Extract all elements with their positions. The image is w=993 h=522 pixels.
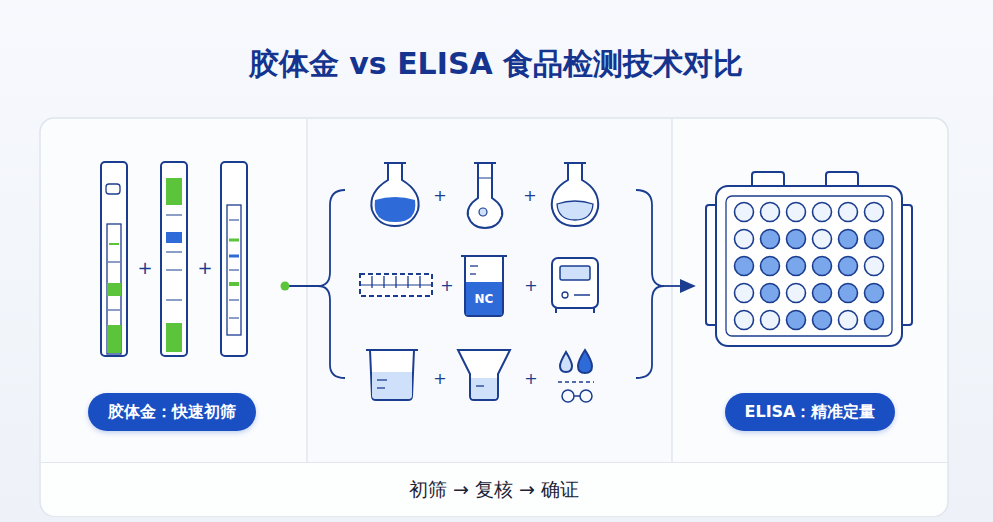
well	[865, 284, 884, 303]
plus-sign: +	[137, 257, 152, 278]
plus-sign: +	[433, 369, 446, 388]
elisa-plate	[706, 172, 912, 346]
well	[787, 284, 806, 303]
well	[839, 230, 858, 249]
test-strips	[101, 162, 247, 356]
plus-sign: +	[524, 369, 537, 388]
well	[761, 203, 780, 222]
well	[735, 311, 754, 330]
well	[787, 203, 806, 222]
method-pill: 胶体金：快速初筛	[88, 393, 256, 431]
middle-panel	[307, 119, 672, 462]
well	[787, 257, 806, 276]
well	[761, 284, 780, 303]
well	[735, 284, 754, 303]
pill-label: 胶体金：快速初筛	[108, 402, 236, 423]
well	[813, 230, 832, 249]
well	[865, 230, 884, 249]
plus-sign: +	[523, 186, 536, 205]
card	[40, 118, 948, 516]
lab-flasks	[371, 163, 598, 228]
well	[865, 257, 884, 276]
plus-sign: +	[197, 257, 212, 278]
well	[839, 203, 858, 222]
well	[735, 257, 754, 276]
plus-sign: +	[433, 186, 446, 205]
beaker-label: NC	[475, 292, 494, 306]
well	[735, 230, 754, 249]
divider	[306, 119, 308, 462]
plus-sign: +	[440, 276, 453, 295]
start-dot	[281, 282, 290, 291]
well	[839, 284, 858, 303]
well	[839, 311, 858, 330]
well	[813, 311, 832, 330]
method-pill: ELISA：精准定量	[725, 393, 896, 431]
well	[761, 311, 780, 330]
divider	[671, 119, 673, 462]
well	[865, 203, 884, 222]
well	[813, 257, 832, 276]
well	[787, 230, 806, 249]
well	[761, 230, 780, 249]
well	[761, 257, 780, 276]
well	[813, 284, 832, 303]
lab-instruments	[360, 256, 598, 316]
plus-sign: +	[524, 276, 537, 295]
well	[865, 311, 884, 330]
well	[735, 203, 754, 222]
title: 胶体金 vs ELISA 食品检测技术对比	[249, 44, 743, 85]
lab-glassware	[366, 350, 594, 402]
well	[839, 257, 858, 276]
well	[813, 203, 832, 222]
well	[787, 311, 806, 330]
pill-label: ELISA：精准定量	[745, 402, 876, 423]
flow-text: 初筛 → 复核 → 确证	[409, 477, 579, 503]
flow-band: 初筛 → 复核 → 确证	[41, 462, 947, 516]
